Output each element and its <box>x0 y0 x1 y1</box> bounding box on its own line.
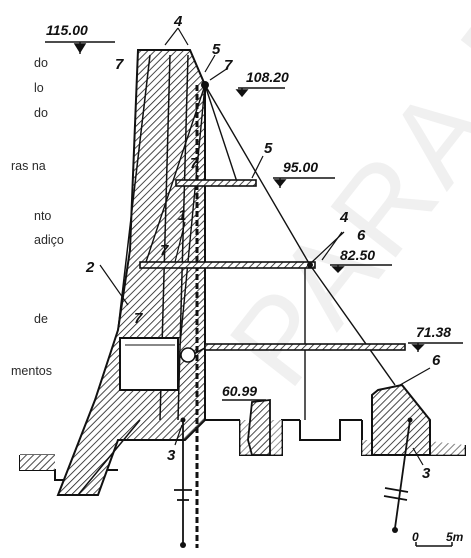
left-ground-fill <box>20 455 55 470</box>
gallery-box <box>119 337 179 391</box>
callout-7-crest-left: 7 <box>115 56 124 73</box>
callout-7-mid: 7 <box>160 242 169 259</box>
callout-6-right: 6 <box>432 352 441 369</box>
platforms <box>139 179 406 357</box>
callout-7-lower: 7 <box>134 310 143 327</box>
right-block <box>371 383 431 456</box>
callout-6-mid: 6 <box>357 227 366 244</box>
center-block <box>247 398 271 456</box>
callout-3-left: 3 <box>167 447 176 464</box>
elevation-82: 82.50 <box>340 247 375 263</box>
callout-5-top: 5 <box>212 41 221 58</box>
callout-4-top: 4 <box>173 13 183 30</box>
anchor-rods <box>174 419 411 545</box>
callout-4-mid: 4 <box>339 209 349 226</box>
callout-5-mid: 5 <box>264 140 273 157</box>
scale-bar-end: 5m <box>446 530 464 544</box>
callout-7-drain: 7 <box>190 155 199 172</box>
callout-7-crest-right: 7 <box>224 57 233 74</box>
callout-1: 1 <box>178 207 186 224</box>
elevation-71: 71.38 <box>416 324 451 340</box>
elevation-115: 115.00 <box>46 22 88 38</box>
elevation-108: 108.20 <box>246 69 289 85</box>
text-fragment-2: lo <box>34 81 44 95</box>
callout-3-right: 3 <box>422 465 431 482</box>
scale-bar-start: 0 <box>412 530 419 544</box>
text-fragment-6: adiço <box>34 233 64 247</box>
scale-bar: 0 5m <box>412 530 464 547</box>
text-fragment-1: do <box>34 56 48 70</box>
text-fragment-4: ras na <box>11 159 46 173</box>
callout-leaders <box>99 27 431 466</box>
text-fragment-8: mentos <box>11 364 52 378</box>
elevation-markers <box>45 41 463 401</box>
elevation-95: 95.00 <box>283 159 318 175</box>
callout-2: 2 <box>85 259 95 276</box>
text-fragment-3: do <box>34 106 48 120</box>
elevation-61: 60.99 <box>222 383 257 399</box>
text-fragment-7: de <box>34 312 48 326</box>
anchor-cables <box>144 84 396 420</box>
text-fragment-5: nto <box>34 209 52 223</box>
